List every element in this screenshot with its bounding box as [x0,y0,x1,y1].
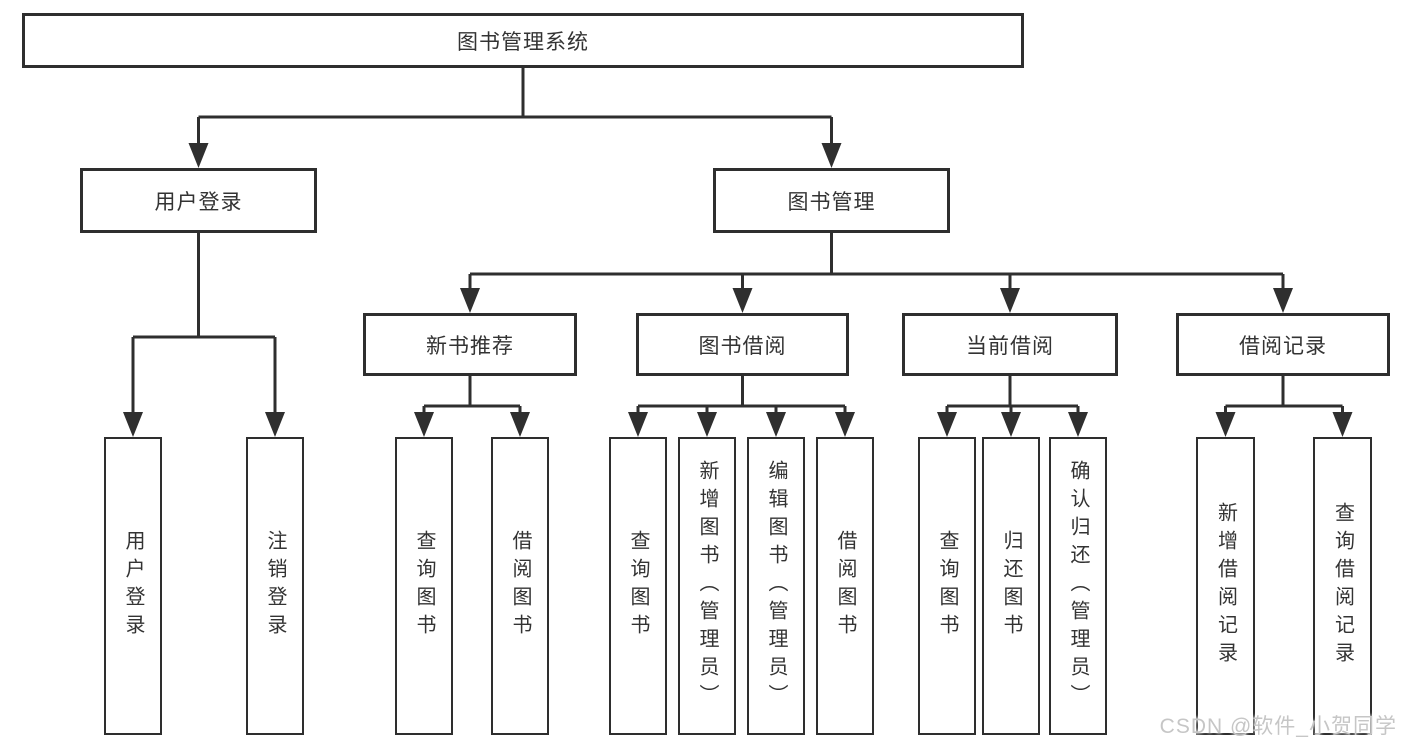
leaf-query-books-borrowing: 查询图书 [609,437,667,735]
node-label: 新增借阅记录 [1214,502,1237,670]
node-label: 用户登录 [154,190,243,214]
node-label: 借阅图书 [834,530,856,642]
leaf-add-borrow-record: 新增借阅记录 [1196,437,1255,735]
node-label: 归还图书 [1000,530,1022,642]
node-label: 当前借阅 [966,334,1054,358]
leaf-borrow-books: 借阅图书 [816,437,874,735]
node-borrowing-records: 借阅记录 [1176,313,1390,376]
leaf-query-borrow-record: 查询借阅记录 [1313,437,1372,735]
node-label: 编辑图书（管理员） [765,460,787,712]
node-book-borrowing: 图书借阅 [636,313,849,376]
leaf-query-books-recommend: 查询图书 [395,437,453,735]
node-label: 确认归还（管理员） [1067,460,1089,712]
leaf-confirm-return-admin: 确认归还（管理员） [1049,437,1107,735]
node-label: 查询图书 [627,530,649,642]
node-label: 图书管理系统 [457,30,589,54]
node-new-book-recommendation: 新书推荐 [363,313,577,376]
node-label: 图书管理 [787,190,876,214]
node-book-management: 图书管理 [713,168,950,233]
leaf-return-books: 归还图书 [982,437,1040,735]
node-label: 查询图书 [936,530,958,642]
node-label: 借阅记录 [1239,334,1327,358]
leaf-query-books-current: 查询图书 [918,437,976,735]
node-label: 新书推荐 [426,334,514,358]
node-label: 查询借阅记录 [1331,502,1354,670]
node-label: 查询图书 [413,530,435,642]
node-root-library-management-system: 图书管理系统 [22,13,1024,68]
leaf-add-books-admin: 新增图书（管理员） [678,437,736,735]
leaf-edit-books-admin: 编辑图书（管理员） [747,437,805,735]
watermark: CSDN @软件_小贺同学 [1159,715,1397,738]
leaf-borrow-books-recommend: 借阅图书 [491,437,549,735]
node-user-login: 用户登录 [80,168,317,233]
leaf-user-login: 用户登录 [104,437,162,735]
node-label: 借阅图书 [509,530,531,642]
node-label: 新增图书（管理员） [696,460,718,712]
leaf-logout: 注销登录 [246,437,304,735]
node-current-borrowing: 当前借阅 [902,313,1118,376]
node-label: 图书借阅 [698,334,787,358]
node-label: 用户登录 [122,530,144,642]
node-label: 注销登录 [264,530,286,642]
